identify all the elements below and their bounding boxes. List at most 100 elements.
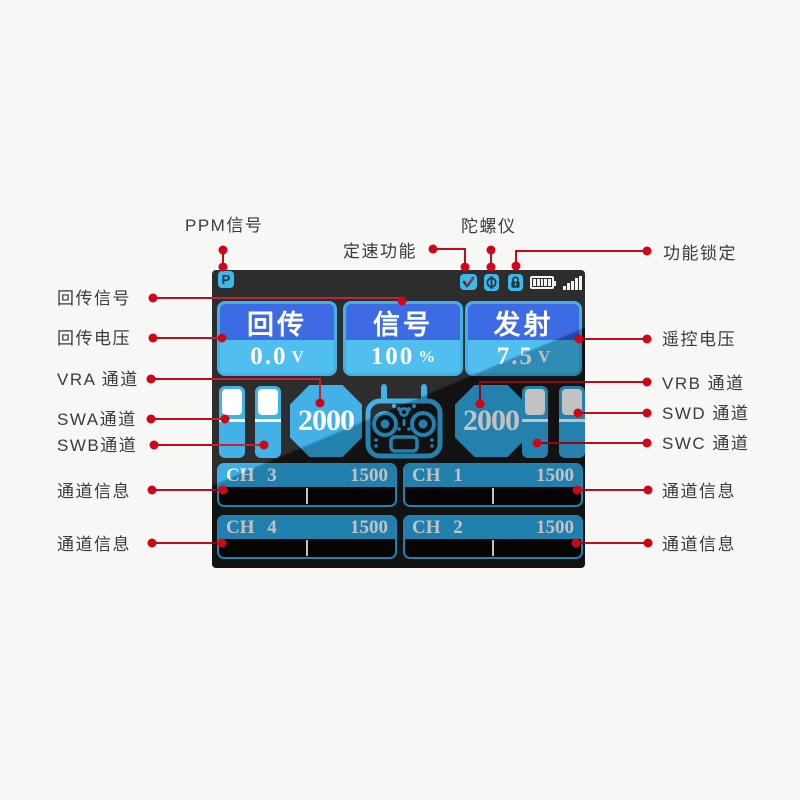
channel-value: 1500 xyxy=(350,465,388,486)
leader-line xyxy=(154,444,264,446)
leader-dot xyxy=(642,438,652,448)
signal-strength-icon xyxy=(563,276,582,290)
leader-dot xyxy=(574,334,584,344)
leader-dot xyxy=(486,245,496,255)
dial-vrb-value: 2000 xyxy=(463,404,520,437)
signal-strength-value: 100% xyxy=(370,342,436,370)
label-swd-channel: SWD 通道 xyxy=(662,404,750,423)
channel-name: CH 4 xyxy=(226,517,277,538)
label-ppm-signal: PPM信号 xyxy=(185,216,264,235)
leader-dot xyxy=(397,296,407,306)
leader-line xyxy=(153,297,402,299)
transmitter-icon xyxy=(364,382,444,460)
channel-gauge xyxy=(405,488,581,504)
leader-dot xyxy=(218,245,228,255)
leader-dot xyxy=(511,261,521,271)
battery-icon xyxy=(530,276,556,289)
leader-line xyxy=(576,542,649,544)
channel-gauge xyxy=(219,488,395,504)
leader-dot xyxy=(146,374,156,384)
transmit-panel-title: 发射 xyxy=(468,304,579,340)
leader-dot xyxy=(643,485,653,495)
label-channel-info-l1: 通道信息 xyxy=(57,482,131,501)
leader-dot xyxy=(148,293,158,303)
leader-dot xyxy=(146,414,156,424)
ppm-indicator-icon: P xyxy=(218,271,234,288)
label-swb-channel: SWB通道 xyxy=(57,436,138,455)
leader-line xyxy=(578,412,648,414)
slider-swb xyxy=(255,386,281,458)
channel-panel-ch3: CH 3 1500 xyxy=(217,463,397,507)
leader-dot xyxy=(147,538,157,548)
leader-line xyxy=(319,378,321,403)
label-telemetry-voltage: 回传电压 xyxy=(57,329,131,348)
leader-line xyxy=(577,489,649,491)
leader-dot xyxy=(642,246,652,256)
leader-line xyxy=(515,250,517,266)
leader-dot xyxy=(218,485,228,495)
label-vra-channel: VRA 通道 xyxy=(57,370,139,389)
leader-dot xyxy=(460,262,470,272)
leader-line xyxy=(516,250,645,252)
signal-panel-title: 信号 xyxy=(346,304,460,340)
dial-vrb: 2000 xyxy=(455,385,527,457)
leader-line xyxy=(222,249,224,267)
channel-name: CH 3 xyxy=(226,465,277,486)
leader-line xyxy=(435,248,466,250)
leader-line xyxy=(151,378,321,380)
leader-dot xyxy=(643,538,653,548)
label-swa-channel: SWA通道 xyxy=(57,410,137,429)
speed-lock-check-icon xyxy=(460,274,477,290)
leader-line xyxy=(152,542,222,544)
leader-dot xyxy=(573,408,583,418)
label-speed-lock: 定速功能 xyxy=(343,242,417,261)
leader-dot xyxy=(486,262,496,272)
leader-line xyxy=(151,418,225,420)
channel-panel-ch1: CH 1 1500 xyxy=(403,463,583,507)
leader-line xyxy=(579,338,648,340)
channel-value: 1500 xyxy=(536,517,574,538)
leader-dot xyxy=(147,485,157,495)
telemetry-panel-title: 回传 xyxy=(220,304,334,340)
leader-dot xyxy=(642,334,652,344)
leader-dot xyxy=(148,333,158,343)
channel-panel-ch4: CH 4 1500 xyxy=(217,515,397,559)
leader-dot xyxy=(642,377,652,387)
channel-value: 1500 xyxy=(536,465,574,486)
leader-dot xyxy=(220,414,230,424)
slider-swd xyxy=(559,386,585,458)
leader-line xyxy=(480,381,648,383)
label-channel-info-r1: 通道信息 xyxy=(662,482,736,501)
leader-dot xyxy=(218,262,228,272)
label-telemetry-signal: 回传信号 xyxy=(57,289,131,308)
channel-name: CH 2 xyxy=(412,517,463,538)
leader-dot xyxy=(428,244,438,254)
signal-panel: 信号 100% xyxy=(343,301,463,376)
leader-line xyxy=(479,381,481,404)
channel-name: CH 1 xyxy=(412,465,463,486)
label-gyroscope: 陀螺仪 xyxy=(461,217,517,236)
leader-dot xyxy=(532,438,542,448)
leader-dot xyxy=(475,399,485,409)
channel-value: 1500 xyxy=(350,517,388,538)
dial-vra-value: 2000 xyxy=(298,404,355,437)
label-vrb-channel: VRB 通道 xyxy=(662,374,745,393)
leader-dot xyxy=(572,485,582,495)
slider-swa xyxy=(219,386,245,458)
channel-panel-ch2: CH 2 1500 xyxy=(403,515,583,559)
gyroscope-icon xyxy=(484,274,499,291)
label-remote-voltage: 遥控电压 xyxy=(662,330,736,349)
dial-vra: 2000 xyxy=(290,385,362,457)
label-channel-info-r2: 通道信息 xyxy=(662,535,736,554)
channel-gauge xyxy=(405,540,581,556)
leader-dot xyxy=(315,398,325,408)
leader-dot xyxy=(571,538,581,548)
ppm-badge-letter: P xyxy=(221,272,231,287)
leader-line xyxy=(153,337,222,339)
label-channel-info-l2: 通道信息 xyxy=(57,535,131,554)
